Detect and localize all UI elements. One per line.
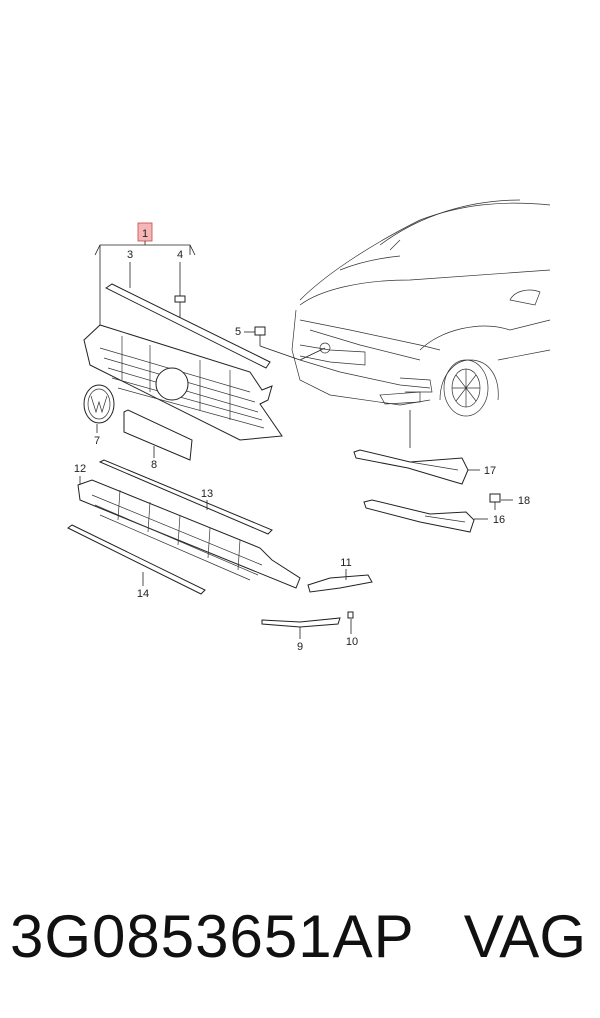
callout-12: 12 — [74, 463, 86, 475]
callout-4: 4 — [177, 249, 183, 261]
screw-18 — [489, 493, 501, 503]
callout-10: 10 — [346, 636, 358, 648]
part-number: 3G0853651AP — [10, 903, 415, 970]
callout-13: 13 — [201, 488, 213, 500]
callout-8: 8 — [151, 459, 157, 471]
callout-16: 16 — [493, 514, 505, 526]
clip-10 — [347, 611, 354, 619]
callout-18: 18 — [518, 495, 530, 507]
callout-11: 11 — [340, 557, 351, 569]
fog-light-trim-16 — [363, 499, 475, 533]
license-plate-bracket — [123, 409, 193, 461]
callout-9: 9 — [297, 641, 303, 653]
trim-strip-9 — [261, 617, 341, 628]
callout-5: 5 — [235, 326, 241, 338]
callout-1: 1 — [142, 228, 148, 240]
car-illustration — [291, 199, 551, 417]
trim-piece-11 — [307, 574, 373, 593]
brand-name: VAG — [463, 903, 586, 970]
main-grille — [83, 324, 326, 441]
callout-3: 3 — [127, 249, 133, 261]
lower-trim-strip — [67, 524, 206, 595]
lower-grille — [77, 479, 301, 589]
callout-7: 7 — [94, 435, 100, 447]
emblem — [83, 384, 115, 424]
fog-light-trim-17 — [353, 449, 469, 485]
callout-14: 14 — [137, 588, 149, 600]
caption-bar: 3G0853651AP VAG — [0, 892, 600, 982]
callout-17: 17 — [484, 465, 496, 477]
exploded-parts-diagram: 1 3 4 5 7 8 12 — [67, 199, 551, 653]
